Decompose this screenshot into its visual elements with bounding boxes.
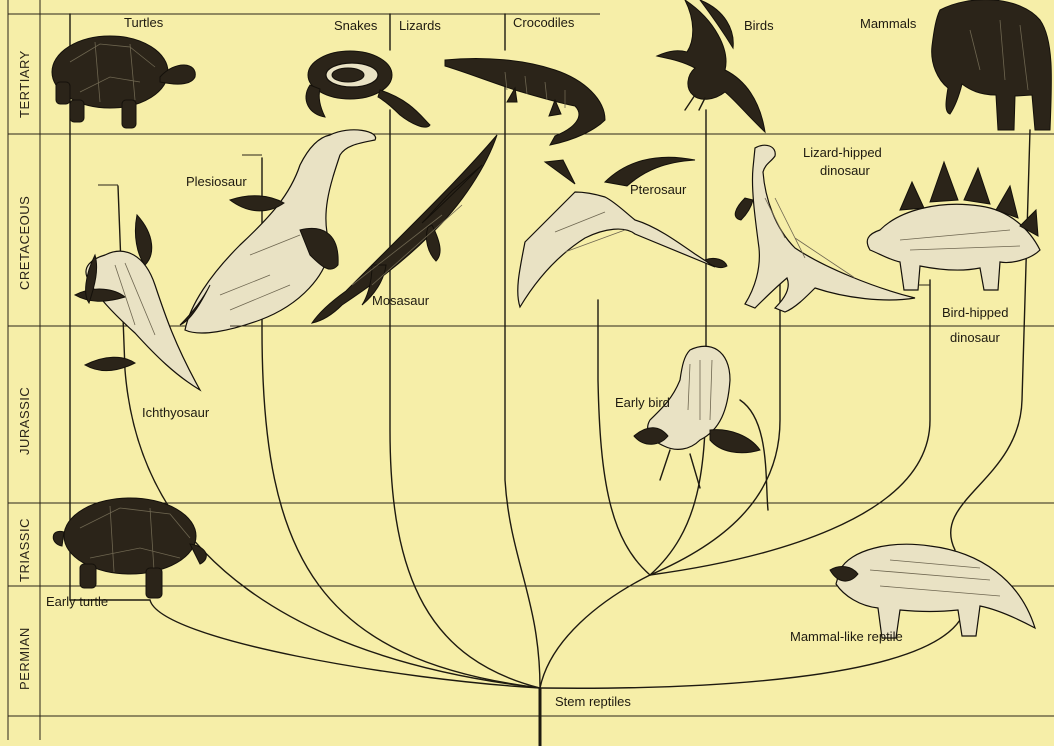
label-lizards: Lizards <box>399 18 441 33</box>
period-label-tertiary: TERTIARY <box>17 50 32 118</box>
label-pterosaur: Pterosaur <box>630 182 687 197</box>
label-bird-hipped-line2: dinosaur <box>950 330 1001 345</box>
label-snakes: Snakes <box>334 18 378 33</box>
label-birds: Birds <box>744 18 774 33</box>
label-stem-reptiles: Stem reptiles <box>555 694 631 709</box>
label-mosasaur: Mosasaur <box>372 293 430 308</box>
period-label-permian: PERMIAN <box>17 627 32 690</box>
label-ichthyosaur: Ichthyosaur <box>142 405 210 420</box>
label-lizard-hipped-line1: Lizard-hipped <box>803 145 882 160</box>
label-bird-hipped-line1: Bird-hipped <box>942 305 1009 320</box>
label-early-bird: Early bird <box>615 395 670 410</box>
period-label-triassic: TRIASSIC <box>17 518 32 582</box>
label-plesiosaur: Plesiosaur <box>186 174 247 189</box>
label-turtles: Turtles <box>124 15 164 30</box>
label-early-turtle: Early turtle <box>46 594 108 609</box>
label-lizard-hipped-line2: dinosaur <box>820 163 871 178</box>
label-crocodiles: Crocodiles <box>513 15 575 30</box>
label-mammal-like-reptile: Mammal-like reptile <box>790 629 903 644</box>
label-mammals: Mammals <box>860 16 917 31</box>
period-label-jurassic: JURASSIC <box>17 387 32 455</box>
period-label-cretaceous: CRETACEOUS <box>17 196 32 290</box>
